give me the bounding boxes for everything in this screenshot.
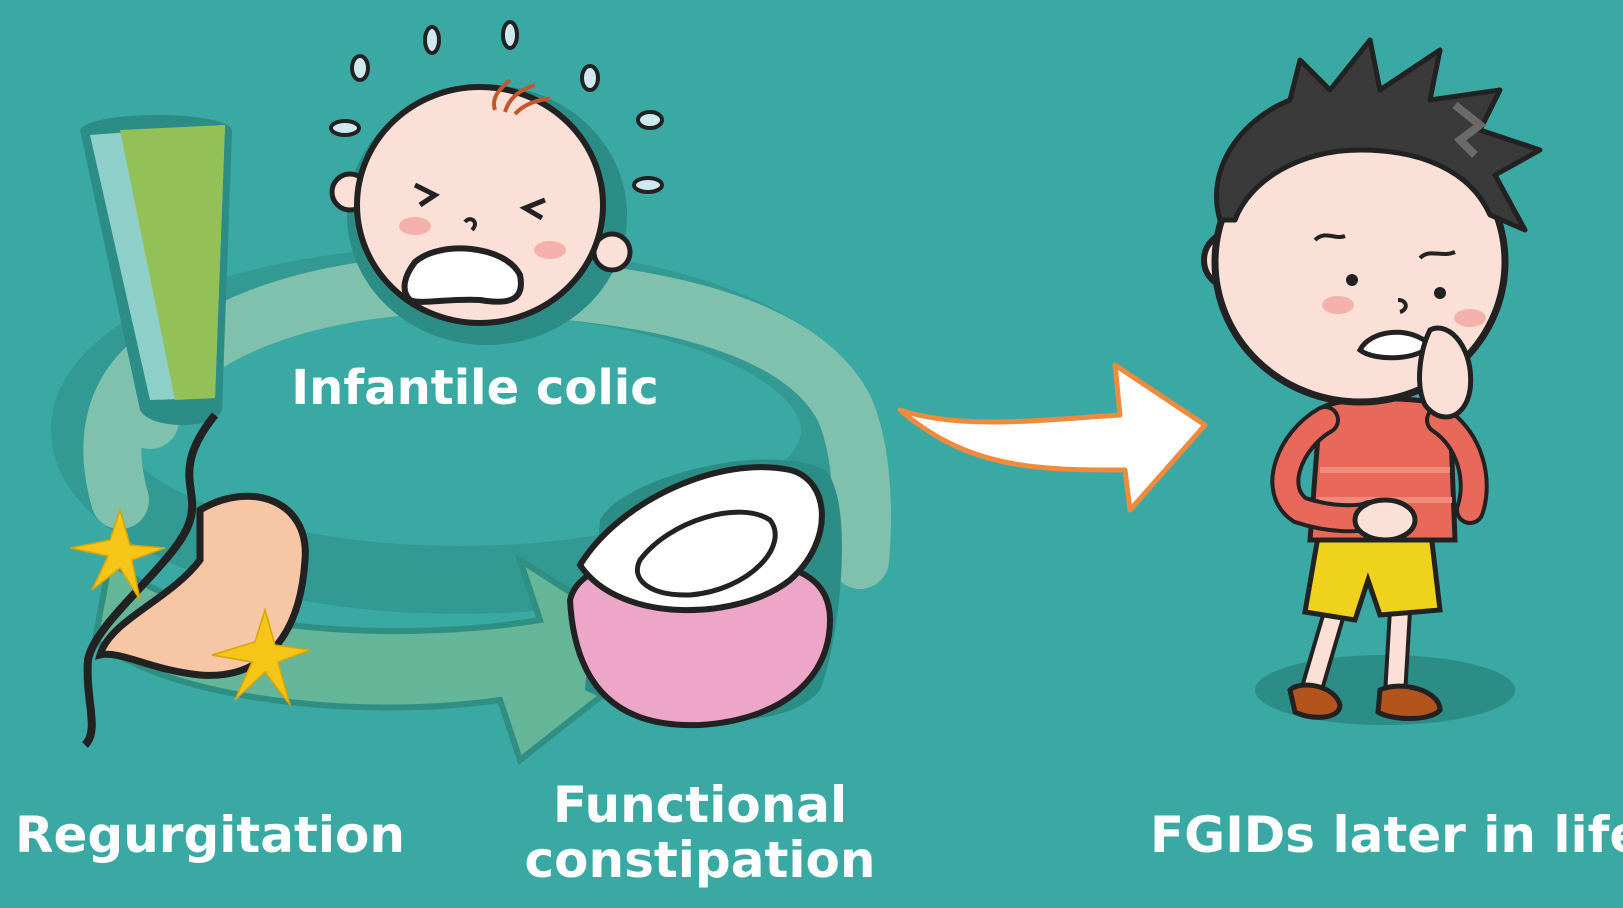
right-arrow-icon <box>900 365 1205 510</box>
functional-constipation-line2: constipation <box>500 833 900 888</box>
infantile-colic-label: Infantile colic <box>285 362 665 415</box>
regurgitation-label: Regurgitation <box>10 808 410 863</box>
potty-icon <box>570 460 842 726</box>
fgids-later-in-life-label: FGIDs later in life <box>1150 808 1620 863</box>
worried-boy-icon <box>1204 40 1540 725</box>
functional-constipation-label: Functional constipation <box>500 778 900 888</box>
functional-constipation-line1: Functional <box>500 778 900 833</box>
